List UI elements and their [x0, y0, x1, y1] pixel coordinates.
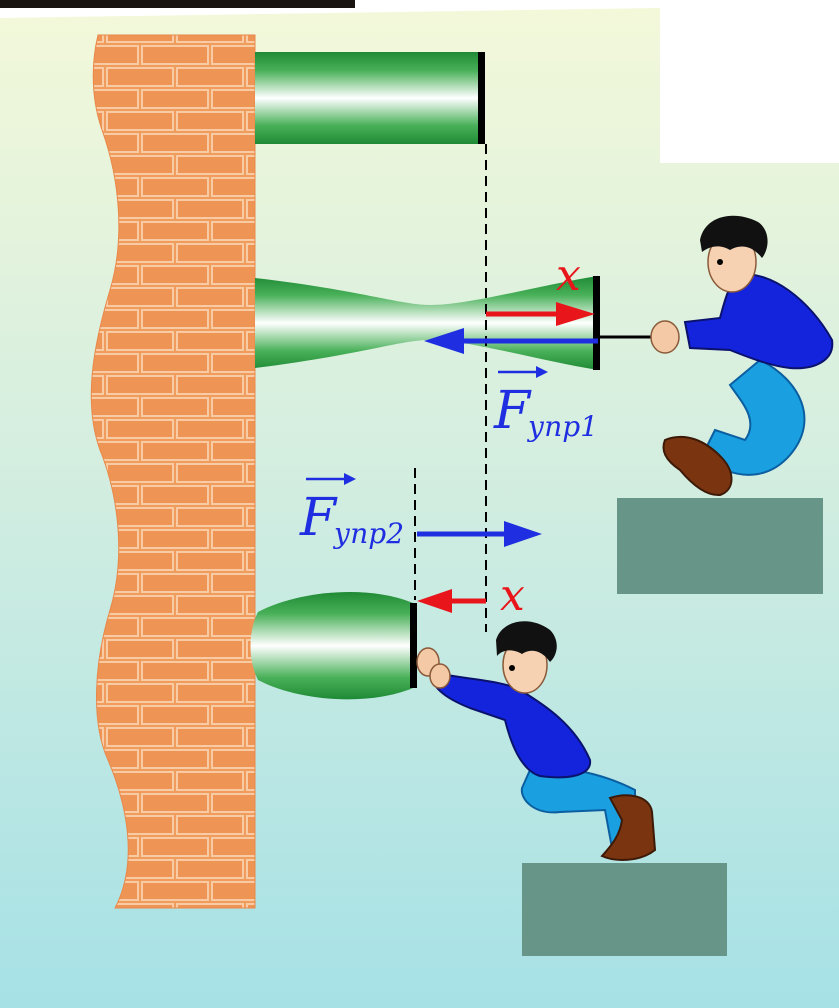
label-f-elastic-2: F упр2: [299, 473, 404, 550]
platform-bottom: [522, 863, 727, 956]
label-f2-sub: упр2: [332, 517, 404, 550]
label-x-stretch: x: [556, 250, 581, 301]
displacement-arrow-stretch: [486, 302, 595, 326]
person-pushing: [416, 621, 657, 861]
person-pulling: [650, 215, 834, 497]
brick-wall: [90, 34, 256, 909]
label-f1-main: F: [493, 381, 532, 441]
spring-rest-end-plate: [478, 52, 485, 144]
top-photo-strip: [0, 0, 355, 8]
spring-stretched-end-plate: [593, 276, 600, 370]
label-f2-main: F: [299, 488, 338, 548]
displacement-arrow-compress: [417, 589, 486, 613]
spring-rest: [255, 52, 485, 144]
spring-compressed-end-plate: [410, 603, 417, 688]
platform-top: [617, 498, 823, 594]
label-x-compress: x: [500, 570, 525, 621]
elastic-force-arrow-2: [417, 521, 542, 547]
label-f1-sub: упр1: [526, 410, 598, 443]
spring-compressed: [250, 592, 417, 700]
label-f-elastic-1: F упр1: [493, 366, 598, 443]
elastic-force-arrow-1: [424, 328, 598, 354]
